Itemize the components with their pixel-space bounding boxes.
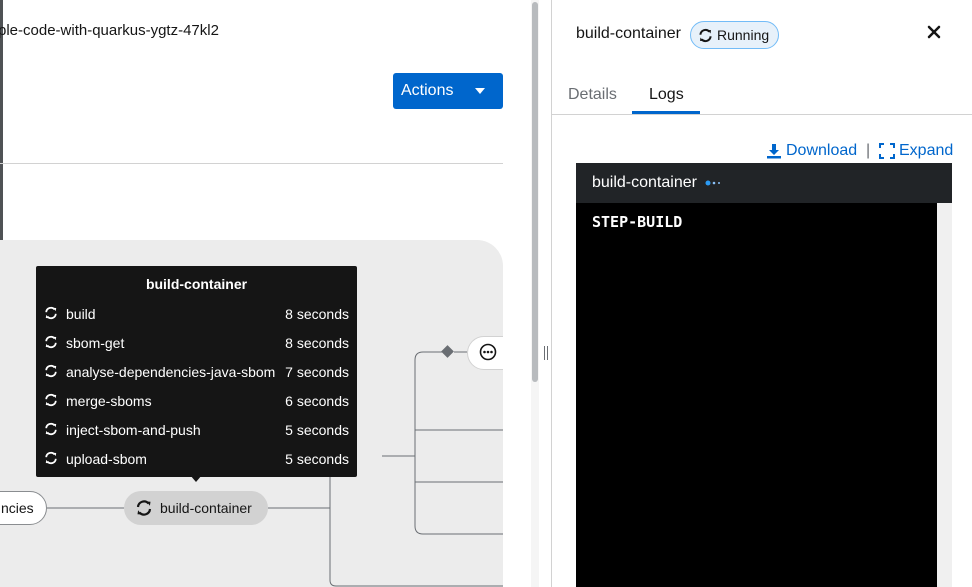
tab-logs[interactable]: Logs bbox=[649, 86, 684, 103]
task-name: sbom-get bbox=[66, 335, 125, 351]
tooltip-task-row: inject-sbom-and-push 5 seconds bbox=[36, 419, 357, 441]
download-label: Download bbox=[786, 142, 858, 159]
tooltip-task-row: merge-sboms 6 seconds bbox=[36, 390, 357, 412]
log-scrollbar[interactable] bbox=[937, 203, 952, 587]
tab-details[interactable]: Details bbox=[568, 86, 617, 103]
task-duration: 8 seconds bbox=[285, 306, 349, 322]
loading-dots-icon bbox=[705, 180, 721, 186]
pipeline-run-page: ple-code-with-quarkus-ygtz-47kl2 Actions… bbox=[0, 0, 503, 587]
task-duration: 5 seconds bbox=[285, 451, 349, 467]
expand-label: Expand bbox=[899, 142, 954, 159]
task-duration: 7 seconds bbox=[285, 364, 349, 380]
topology-edges bbox=[47, 345, 503, 587]
page-scrollbar-thumb[interactable] bbox=[532, 2, 538, 382]
sync-icon bbox=[43, 450, 59, 469]
sync-icon bbox=[43, 392, 59, 411]
task-node-label: ncies bbox=[1, 500, 34, 516]
status-badge: Running bbox=[690, 21, 780, 49]
close-panel-button[interactable] bbox=[924, 22, 944, 42]
task-duration: 6 seconds bbox=[285, 393, 349, 409]
tooltip-task-row: sbom-get 8 seconds bbox=[36, 332, 357, 354]
expand-icon bbox=[879, 143, 895, 159]
ellipsis-icon bbox=[479, 343, 497, 364]
active-tab-indicator bbox=[632, 111, 700, 114]
task-node-build-container[interactable]: build-container bbox=[124, 491, 268, 525]
task-node-label: build-container bbox=[160, 500, 252, 516]
actions-dropdown-button[interactable]: Actions bbox=[393, 73, 503, 109]
sync-icon bbox=[134, 498, 154, 518]
panel-resize-handle[interactable] bbox=[543, 346, 549, 360]
log-content: STEP-BUILD bbox=[592, 213, 683, 231]
task-name: upload-sbom bbox=[66, 451, 147, 467]
download-icon bbox=[766, 143, 782, 159]
task-duration: 8 seconds bbox=[285, 335, 349, 351]
more-tasks-node[interactable] bbox=[467, 336, 503, 370]
log-header: build-container bbox=[576, 163, 952, 203]
task-name: merge-sboms bbox=[66, 393, 152, 409]
times-icon bbox=[927, 25, 941, 39]
task-duration: 5 seconds bbox=[285, 422, 349, 438]
download-logs-link[interactable]: Download bbox=[766, 142, 857, 160]
log-viewer[interactable] bbox=[576, 203, 937, 587]
tabs-border bbox=[552, 114, 972, 115]
status-label: Running bbox=[717, 27, 770, 43]
tooltip-task-row: analyse-dependencies-java-sbom 7 seconds bbox=[36, 361, 357, 383]
expand-logs-link[interactable]: Expand bbox=[879, 142, 953, 160]
panel-title: build-container bbox=[576, 25, 681, 42]
tooltip-task-row: build 8 seconds bbox=[36, 303, 357, 325]
sync-icon bbox=[43, 305, 59, 324]
actions-button-label: Actions bbox=[401, 82, 454, 99]
task-name: analyse-dependencies-java-sbom bbox=[66, 364, 276, 380]
tooltip-arrow bbox=[190, 475, 202, 482]
task-tooltip: build-container build 8 seconds sbom-get 8 … bbox=[36, 266, 357, 477]
caret-down-icon bbox=[475, 88, 485, 94]
log-header-title: build-container bbox=[592, 174, 697, 191]
link-separator: | bbox=[866, 142, 871, 159]
sync-icon bbox=[697, 27, 714, 44]
sync-icon bbox=[43, 363, 59, 382]
sync-icon bbox=[43, 334, 59, 353]
side-panel-border bbox=[551, 0, 552, 587]
task-name: inject-sbom-and-push bbox=[66, 422, 201, 438]
pipeline-run-name: ple-code-with-quarkus-ygtz-47kl2 bbox=[0, 22, 219, 39]
sync-icon bbox=[43, 421, 59, 440]
task-name: build bbox=[66, 306, 96, 322]
section-divider bbox=[0, 163, 503, 164]
tooltip-task-row: upload-sbom 5 seconds bbox=[36, 448, 357, 470]
tooltip-title: build-container bbox=[145, 276, 248, 292]
task-node-dependencies[interactable]: ncies bbox=[0, 491, 47, 525]
